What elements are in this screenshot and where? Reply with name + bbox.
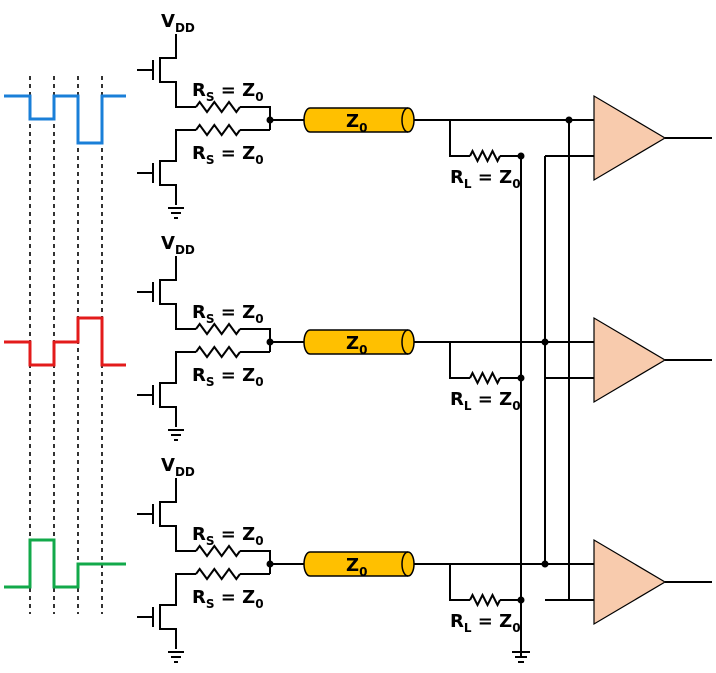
waveform-blue	[4, 94, 126, 145]
pmos-channel	[159, 256, 196, 330]
vdd-label: VDD	[161, 455, 195, 479]
rs-label-bottom: RS = Z0	[192, 587, 264, 611]
timing-guides	[29, 76, 103, 614]
rl-label: RL = Z0	[450, 389, 521, 413]
junction-dot	[565, 116, 573, 124]
nmos-channel	[159, 129, 196, 205]
pmos-channel	[159, 34, 196, 108]
rl-label: RL = Z0	[450, 167, 521, 191]
rl-label: RL = Z0	[450, 611, 521, 635]
transmission-line-label: Z0	[346, 555, 367, 579]
pmos-channel	[159, 478, 196, 552]
driver-stage-2: VDD RS = Z0 RS = Z0 Z0 RL = Z0	[137, 233, 712, 441]
resistor-symbol	[469, 370, 501, 386]
rs-label-bottom: RS = Z0	[192, 143, 264, 167]
ground-symbol	[512, 651, 530, 663]
nmos-channel	[159, 351, 196, 427]
resistor-symbol	[195, 100, 241, 114]
transmission-line: Z0	[303, 551, 415, 579]
transmission-line: Z0	[303, 329, 415, 357]
receiver-buffer	[593, 316, 667, 404]
bus-lines	[520, 116, 573, 658]
driver-stage-1: VDD RS = Z0 RS = Z0 Z0 RL = Z0	[137, 11, 712, 219]
rs-label-top: RS = Z0	[192, 524, 264, 548]
waveform-green	[4, 538, 126, 589]
receiver-buffer	[593, 538, 667, 626]
resistor-symbol	[195, 544, 241, 558]
resistor-symbol	[469, 148, 501, 164]
junction-dot	[541, 338, 549, 346]
vdd-label: VDD	[161, 11, 195, 35]
receiver-buffer	[593, 94, 667, 182]
waveform-red	[4, 316, 126, 367]
resistor-symbol	[195, 345, 241, 359]
nmos-channel	[159, 573, 196, 649]
rs-label-bottom: RS = Z0	[192, 365, 264, 389]
resistor-symbol	[469, 592, 501, 608]
resistor-symbol	[195, 567, 241, 581]
junction-dot	[541, 560, 549, 568]
transmission-line-label: Z0	[346, 333, 367, 357]
resistor-symbol	[195, 123, 241, 137]
rs-label-top: RS = Z0	[192, 302, 264, 326]
transmission-line: Z0	[303, 107, 415, 135]
transmission-line-label: Z0	[346, 111, 367, 135]
resistor-symbol	[195, 322, 241, 336]
driver-stage-3: VDD RS = Z0 RS = Z0 Z0 RL = Z0	[137, 455, 712, 663]
rs-label-top: RS = Z0	[192, 80, 264, 104]
vdd-label: VDD	[161, 233, 195, 257]
